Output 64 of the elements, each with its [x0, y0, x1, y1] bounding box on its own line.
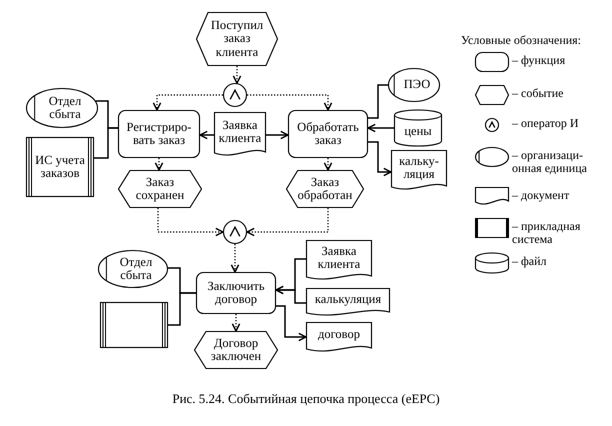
- legend-text: – оператор И: [512, 117, 580, 130]
- function-box: [288, 110, 368, 158]
- function-box: [196, 272, 276, 314]
- dotted-arrow: [232, 314, 240, 332]
- legend-text: – функция: [512, 54, 566, 67]
- dotted-arrow: [230, 244, 240, 273]
- legend-text: – документ: [512, 189, 570, 202]
- and-operator-circle: [223, 220, 247, 244]
- connector-line: [94, 127, 118, 159]
- and-operator-circle: [223, 83, 247, 107]
- event-hexagon: [194, 331, 278, 369]
- application-system-box: [100, 302, 168, 348]
- organization-text: Отдел сбыта: [48, 94, 82, 122]
- dotted-arrow: [247, 94, 332, 111]
- file-text: цены: [404, 125, 432, 139]
- arrow: [367, 124, 394, 132]
- legend-text: – файл: [512, 255, 548, 268]
- application-system-box: [26, 137, 94, 197]
- arrow: [276, 305, 307, 342]
- dotted-arrow: [152, 94, 223, 111]
- function-text: Заключить договор: [206, 280, 266, 306]
- dotted-arrow: [246, 208, 329, 236]
- document-text: калькуляция: [314, 293, 382, 307]
- document-text: договор: [318, 328, 360, 342]
- event-hexagon: [286, 170, 364, 208]
- organization-ellipse: [388, 68, 440, 102]
- document-shape: [391, 150, 447, 192]
- legend-text: – организаци-онная единица: [512, 149, 588, 174]
- document-text: Заявка клиента: [316, 244, 362, 272]
- organization-ellipse: [98, 250, 168, 288]
- organization-ellipse: [26, 88, 98, 128]
- dotted-arrow: [324, 158, 332, 171]
- arrow: [266, 130, 289, 140]
- legend-text: – прикладная система: [512, 220, 582, 246]
- document-text: кальку-ляция: [398, 154, 440, 182]
- file-cylinder: [394, 110, 442, 146]
- event-text: Договор заключен: [210, 336, 262, 364]
- dotted-arrow: [154, 158, 164, 171]
- organization-text: Отдел сбыта: [118, 256, 154, 282]
- document-shape: [306, 288, 390, 318]
- dotted-arrow: [157, 208, 224, 236]
- legend-title: Условные обозначения:: [461, 34, 582, 47]
- dotted-arrow: [232, 66, 242, 84]
- document-text: Заявка клиента: [218, 118, 262, 146]
- event-hexagon: [196, 12, 278, 66]
- organization-text: ПЭО: [404, 78, 430, 92]
- event-hexagon: [118, 170, 202, 208]
- connector-line: [168, 292, 196, 326]
- document-shape: [306, 322, 372, 354]
- document-shape: [306, 240, 372, 282]
- function-text: Регистриро-вать заказ: [126, 120, 192, 148]
- event-text: Заказ обработан: [296, 176, 354, 202]
- legend-text: – событие: [512, 87, 564, 100]
- figure-caption: Рис. 5.24. Событийная цепочка процесса (eEPC): [171, 392, 441, 406]
- function-box: [118, 110, 200, 158]
- document-shape: [214, 112, 266, 158]
- system-text: ИС учета заказов: [34, 154, 86, 180]
- connector-line: [368, 84, 388, 119]
- arrow: [368, 141, 392, 176]
- event-text: Заказ сохранен: [134, 176, 186, 202]
- function-text: Обработать заказ: [296, 120, 360, 148]
- arrow: [275, 286, 306, 304]
- event-text: Поступил заказ клиента: [210, 19, 264, 59]
- arrow: [199, 130, 214, 140]
